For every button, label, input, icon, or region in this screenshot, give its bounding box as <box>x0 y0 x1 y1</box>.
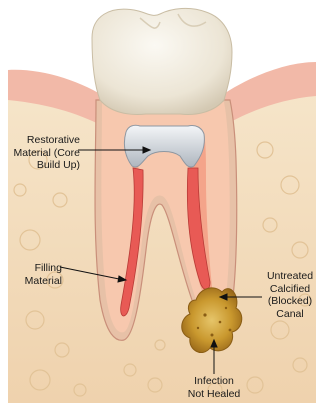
tooth-crown <box>92 8 232 114</box>
label-filling-material: Filling Material <box>12 262 62 287</box>
label-untreated-canal: Untreated Calcified (Blocked) Canal <box>258 270 322 320</box>
label-infection: Infection Not Healed <box>176 375 252 400</box>
label-restorative-material: Restorative Material (Core Build Up) <box>2 134 80 172</box>
